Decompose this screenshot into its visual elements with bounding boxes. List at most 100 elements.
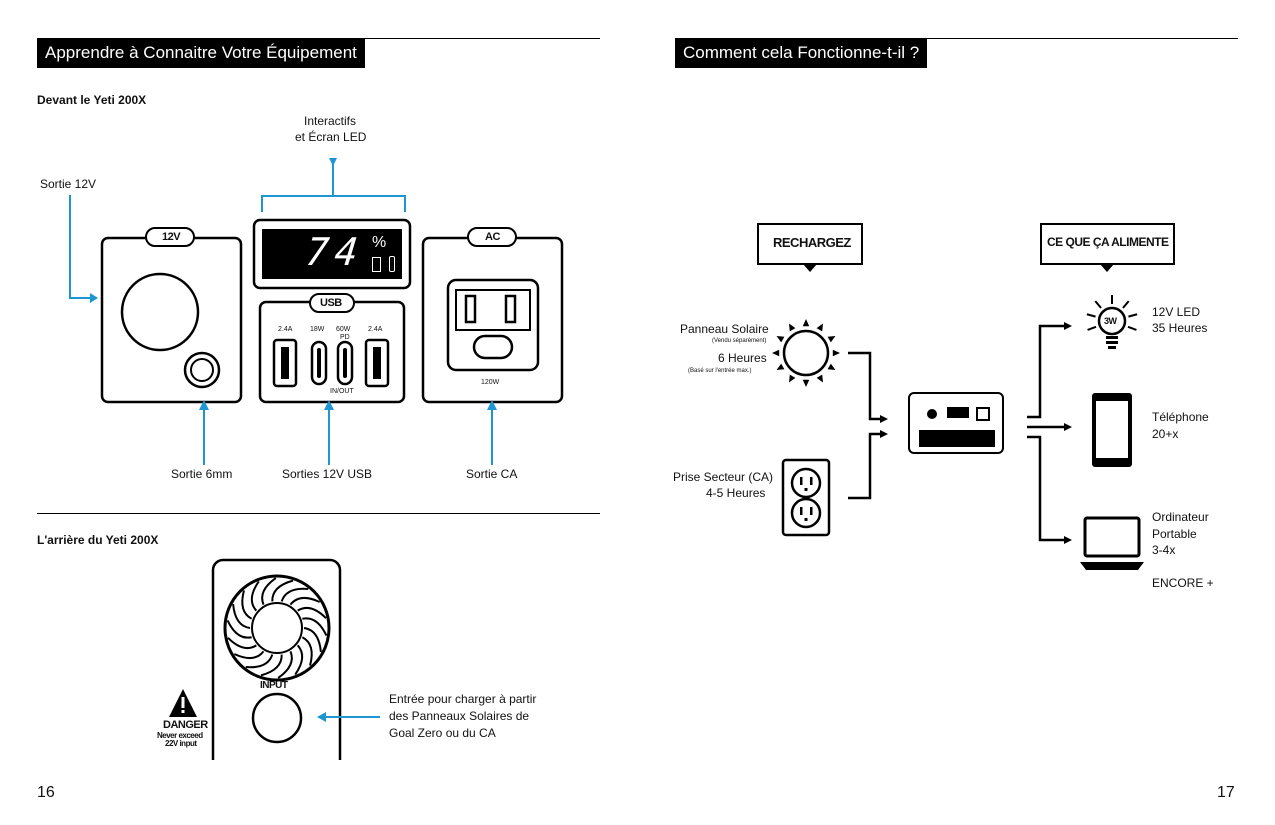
usb-port-label: 18W [310,326,325,333]
sun-ray [827,363,836,370]
header-rule [37,38,600,39]
fan-blade [297,606,327,619]
ac-name: Prise Secteur (CA) [673,470,774,484]
right-page-header: Comment cela Fonctionne-t-il ? [675,38,928,68]
danger-line3: 22V input [165,739,197,748]
sorties-usb-label: Sorties 12V USB [282,467,373,481]
device-phone-line2: 20+x [1152,427,1179,441]
danger-line2: Never exceed [157,731,203,740]
solar-name: Panneau Solaire [680,322,769,336]
powers-label: CE QUE ÇA ALIMENTE [1047,235,1169,249]
sun-ray [816,374,823,383]
bulb-ray [1087,325,1097,331]
danger-label: DANGER [163,719,208,731]
sun-ray [789,323,796,332]
device-phone-line1: Téléphone [1152,410,1209,424]
fan-blade [233,650,265,659]
ac-time: 4-5 Heures [706,486,766,500]
back-panel-diagram [169,558,380,760]
sun-ray [776,363,785,370]
fan-blade [277,651,293,679]
wall-outlet-icon [781,458,831,537]
device-led-line2: 35 Heures [1152,321,1208,335]
solar-footnote: (Basé sur l'entrée max.) [688,368,752,374]
sortie-ca-label: Sortie CA [466,467,518,481]
page-number-right: 17 [1217,784,1235,801]
usb-port-label: 2.4A [278,326,293,333]
bulb-ray [1086,313,1096,318]
usb-port-bottom-label: IN/OUT [330,388,354,395]
front-panel-diagram [69,158,564,465]
bulb-wattage: 3W [1104,316,1117,326]
powers-box [1040,223,1175,265]
fan-blade [232,603,251,629]
usb-port-sublabel: PD [340,334,350,341]
entree-line-3: Goal Zero ou du CA [389,726,496,740]
header-rule [675,38,1238,39]
more-label: ENCORE + [1152,576,1214,590]
bulb-ray [1127,325,1137,331]
sortie-12v-label: Sortie 12V [40,177,97,191]
back-section-title: L'arrière du Yeti 200X [37,533,159,547]
recharge-box [757,223,863,265]
fan-blade [241,590,253,620]
input-port [251,692,303,744]
fan-blade [226,620,252,639]
device-led-line1: 12V LED [1152,305,1201,319]
fan-blade [260,654,283,677]
bulb-ray [1122,300,1130,309]
battery-icon [372,257,381,272]
fan-blade [302,617,328,636]
interactifs-label-1: Interactifs [304,114,357,128]
solar-time: 6 Heures [718,351,767,365]
panel-usb-label: USB [320,297,342,309]
interactifs-label-2: et Écran LED [295,130,367,144]
sun-ray [816,323,823,332]
sun-ray [802,319,810,327]
page-number-left: 16 [37,784,55,801]
device-laptop-line1: Ordinateur [1152,510,1209,524]
solar-note: (Vendu séparément) [712,338,767,344]
recharge-label: RECHARGEZ [773,235,851,250]
entree-line-2: des Panneaux Solaires de [389,709,530,723]
sun-ray [776,336,785,343]
phone-icon [1092,393,1132,467]
sun-ray [789,374,796,383]
usb-port-label: 60W [336,326,351,333]
sun-ray [802,379,810,387]
arrow-head [329,158,337,166]
yeti-icon [908,392,1004,454]
how-it-works-diagram [757,223,1175,570]
battery-percent: 74 [303,230,367,274]
fan-blade [294,644,304,676]
section-divider [37,513,600,514]
front-section-title: Devant le Yeti 200X [37,93,147,107]
thermometer-icon [389,256,395,272]
fan-blade [250,580,260,612]
fan-blade [280,587,309,602]
fan-blade [301,636,313,666]
device-laptop-line2: Portable [1152,527,1197,541]
laptop-icon [1080,516,1144,570]
entree-line-1: Entrée pour charger à partir [389,692,537,706]
sun-ray [832,349,840,357]
fan-blade [245,654,274,669]
light-bulb-icon [1086,295,1138,349]
sun-ray [827,336,836,343]
usb-port-label: 2.4A [368,326,383,333]
sortie-12v-leader [69,195,90,299]
12v-socket [120,272,200,352]
fan-blade [261,577,277,605]
ac-wattage: 120W [481,379,500,386]
fan-blade [227,637,257,650]
fan-blade [303,627,322,653]
led-display [262,229,402,279]
fan-blade [271,579,294,602]
left-page-header: Apprendre à Connaitre Votre Équipement [37,38,365,68]
panel-ac-label: AC [485,231,500,243]
input-label: INPUT [260,680,288,691]
percent-symbol: % [372,234,387,251]
sun-icon [772,319,840,387]
fan-blade [289,597,321,606]
bulb-ray [1128,313,1138,318]
